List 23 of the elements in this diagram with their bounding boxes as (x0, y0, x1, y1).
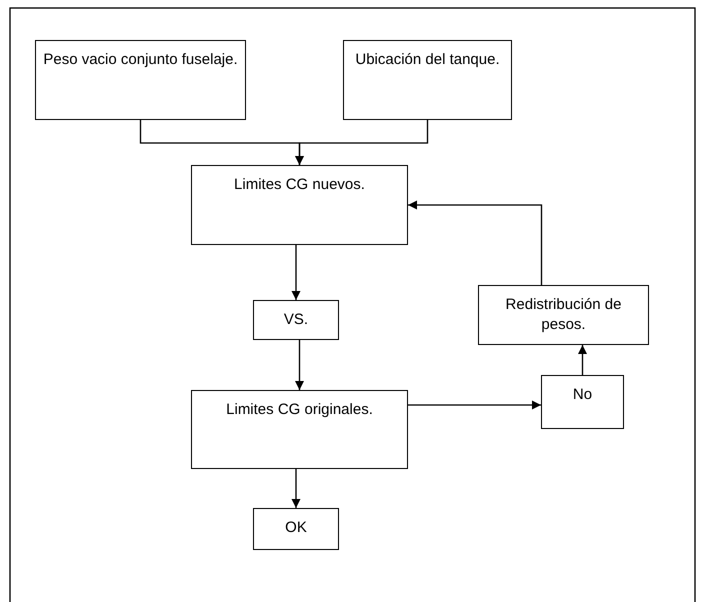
process-box (253, 300, 339, 340)
box-label: OK (285, 519, 307, 536)
box-label: Ubicación del tanque. (355, 51, 500, 68)
box-label: No (572, 386, 592, 403)
box-label: VS. (284, 311, 308, 328)
arrow (408, 200, 542, 285)
arrow (291, 245, 301, 300)
box-label: Limites CG nuevos. (234, 176, 365, 193)
process-box (191, 165, 408, 245)
process-box (253, 508, 339, 550)
box-label: Peso vacio conjunto fuselaje. (43, 51, 238, 68)
box-label: Limites CG originales. (226, 401, 373, 418)
arrow (291, 469, 301, 508)
arrow (578, 345, 588, 375)
process-box (35, 40, 246, 120)
process-box (541, 375, 624, 429)
arrow (294, 340, 304, 390)
arrow (408, 400, 541, 410)
process-box (343, 40, 512, 120)
box-label: Redistribución de pesos. (506, 296, 622, 333)
process-box (478, 285, 649, 345)
process-box (191, 390, 408, 469)
arrow (294, 120, 428, 165)
